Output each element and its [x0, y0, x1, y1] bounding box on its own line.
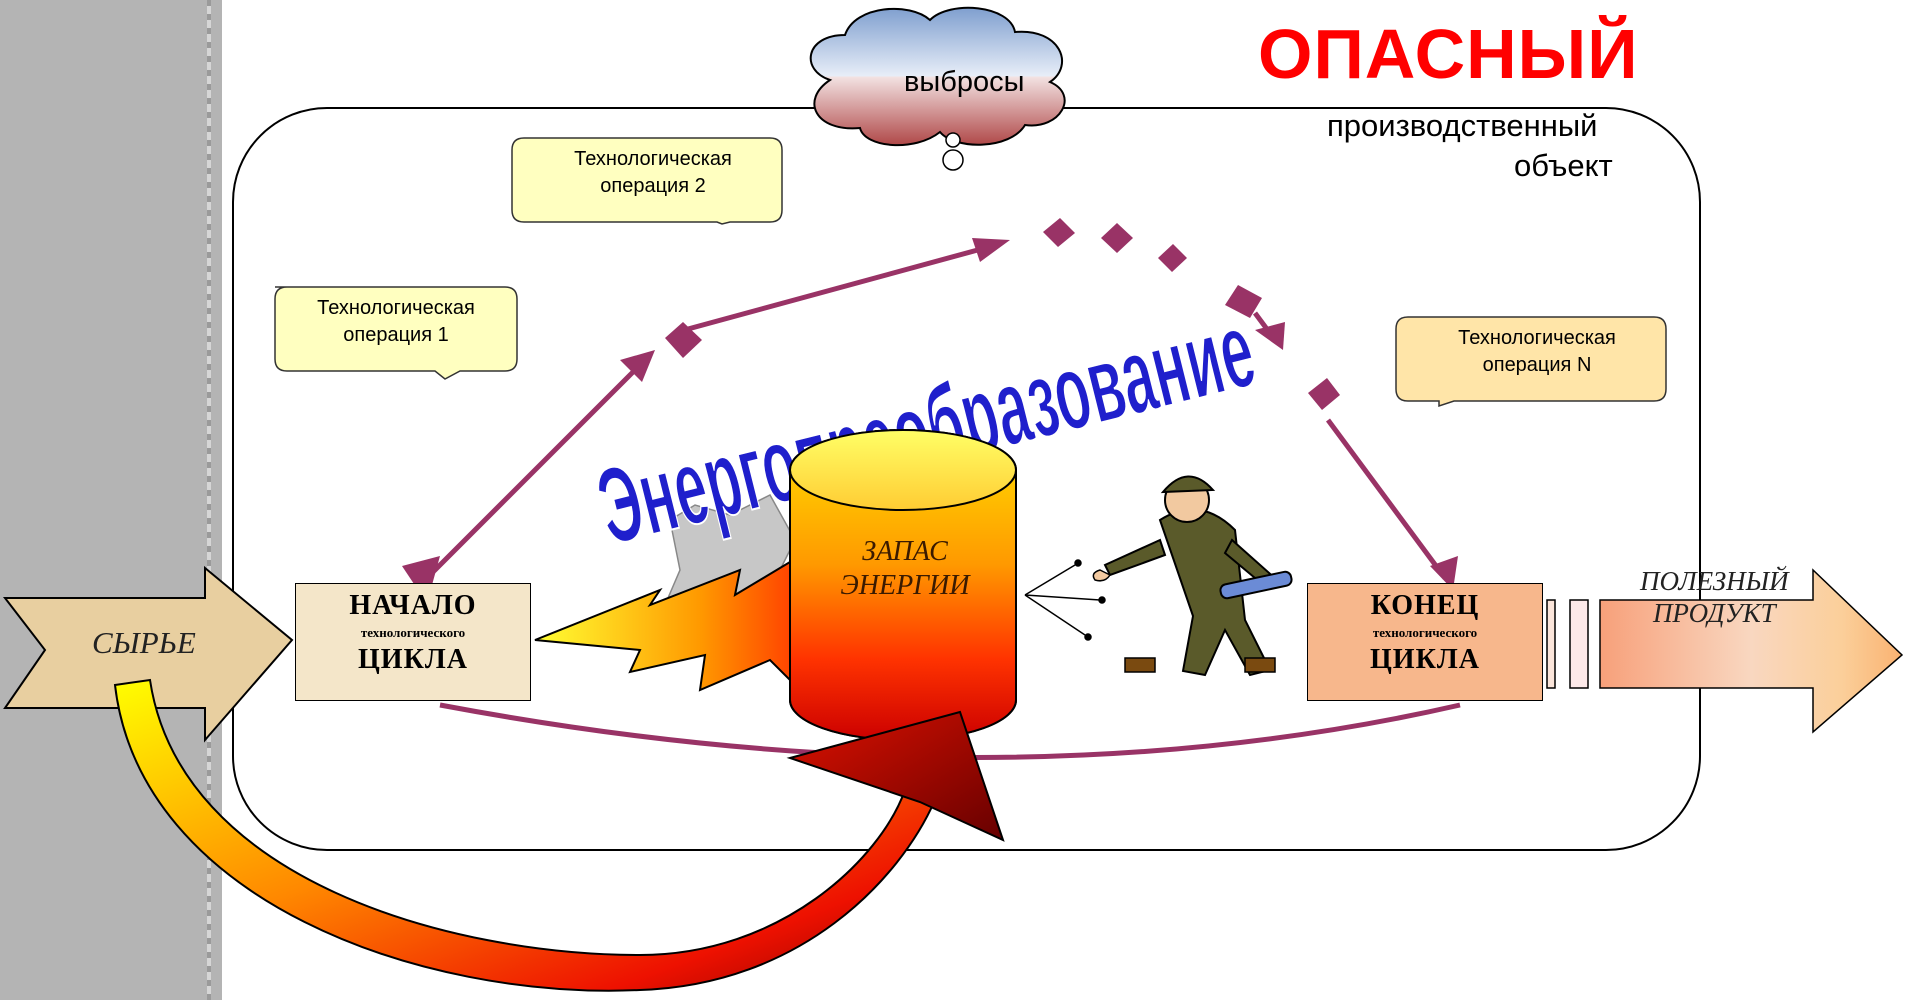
- callout-n-line-2: операция N: [1482, 354, 1592, 376]
- cycle-end-box: КОНЕЦ технологического ЦИКЛА: [1307, 583, 1543, 701]
- left-decorative-strip: [0, 0, 222, 1000]
- raw-material-arrow: [2, 565, 294, 743]
- callout-operation-n: Технологическая операция N: [1408, 325, 1666, 379]
- callout-shapes: [274, 137, 1667, 408]
- end-title: КОНЕЦ: [1370, 590, 1480, 621]
- dot-2: [1101, 223, 1133, 253]
- subtitle-line-1: производственный: [1327, 108, 1598, 143]
- start-sub: технологического: [360, 625, 466, 640]
- cycle-start-box: НАЧАЛО технологического ЦИКЛА: [295, 583, 531, 701]
- start-title: НАЧАЛО: [349, 590, 477, 621]
- dot-3: [1158, 244, 1187, 272]
- useful-product-arrow: [1546, 568, 1904, 734]
- product-line-1: ПОЛЕЗНЫЙ: [1640, 566, 1789, 596]
- callout-n-line-1: Технологическая: [1458, 327, 1616, 349]
- energy-store-line-1: ЗАПАС: [862, 536, 948, 567]
- energy-store-line-2: ЭНЕРГИИ: [840, 570, 970, 601]
- strip-ruler: [207, 0, 211, 1000]
- diamond-op1: [665, 322, 702, 358]
- callout-2-line-2: операция 2: [600, 175, 706, 197]
- energy-return-arrow: [113, 678, 1005, 992]
- product-line-2: ПРОДУКТ: [1652, 598, 1776, 628]
- radiating-lines: [1024, 559, 1106, 641]
- callout-operation-1: Технологическая операция 1: [275, 295, 517, 349]
- callout-operation-2: Технологическая операция 2: [524, 146, 782, 200]
- cloud-label: выбросы: [904, 66, 1025, 98]
- callout-1-line-2: операция 1: [343, 324, 449, 346]
- page-title: ОПАСНЫЙ: [1258, 15, 1639, 93]
- callout-1-line-1: Технологическая: [317, 297, 475, 319]
- worker-icon: [1092, 475, 1293, 677]
- dot-1: [1043, 218, 1075, 247]
- arrowhead-2: [972, 238, 1010, 262]
- cycle-arrowheads: [402, 218, 1458, 590]
- arrowhead-3: [1430, 556, 1458, 590]
- subtitle-line-2: объект: [1514, 148, 1613, 183]
- end-sub: технологического: [1372, 625, 1478, 640]
- end-bottom: ЦИКЛА: [1370, 644, 1480, 675]
- diamond-opN: [1308, 378, 1340, 410]
- energy-store-cylinder-front: [789, 429, 1017, 741]
- diamond-start: [402, 556, 440, 590]
- arrowhead-4: [1255, 322, 1285, 350]
- wrench-icon: [1219, 570, 1293, 600]
- dot-4: [1225, 285, 1262, 318]
- energy-store-label: ЗАПАС ЭНЕРГИИ: [835, 535, 975, 603]
- callout-2-line-1: Технологическая: [574, 148, 732, 170]
- cloud-bubble-icon: [945, 132, 961, 148]
- useful-product-label: ПОЛЕЗНЫЙ ПРОДУКТ: [1640, 565, 1789, 629]
- start-bottom: ЦИКЛА: [358, 644, 468, 675]
- raw-material-label: СЫРЬЕ: [92, 625, 196, 660]
- emissions-cloud: [809, 6, 1066, 171]
- arrowhead-1: [620, 350, 655, 382]
